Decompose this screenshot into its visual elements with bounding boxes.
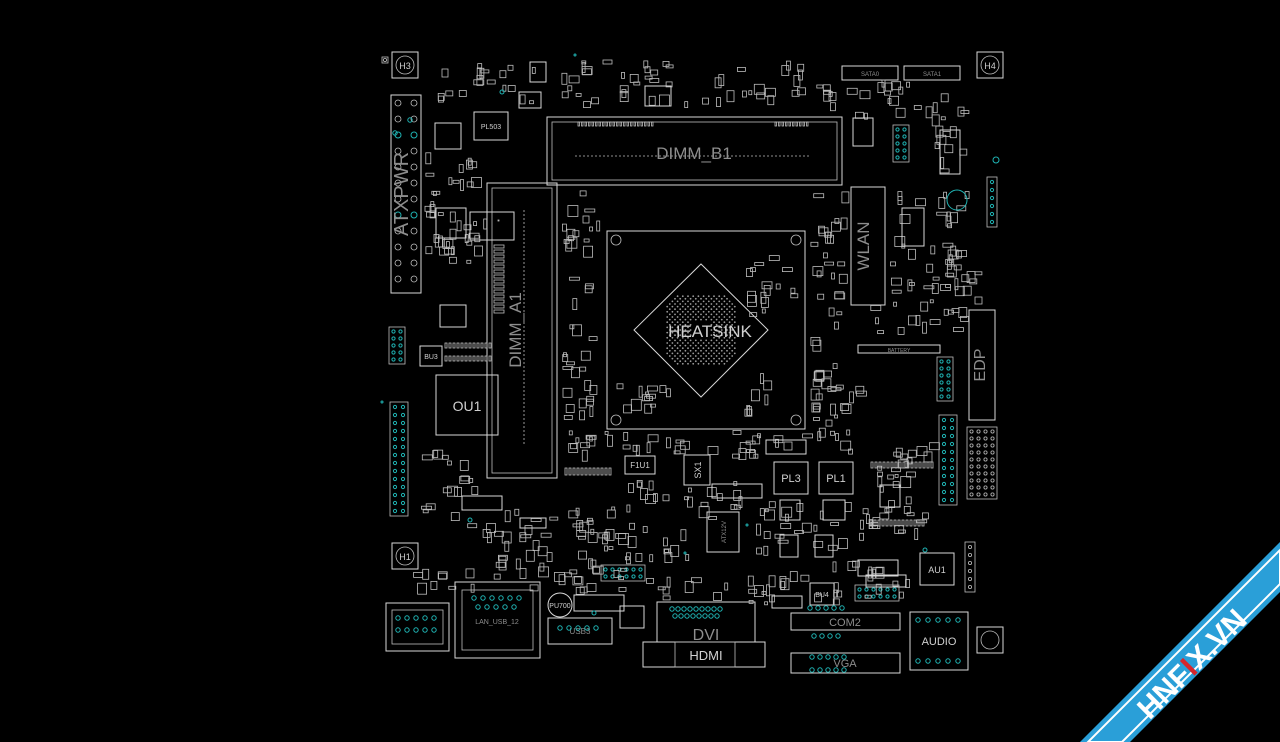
sx1-crystal: SX1 (683, 454, 711, 486)
dimm-a1-slot: DIMM_A1 (486, 182, 558, 479)
passive-components (413, 59, 983, 629)
svg-text:HDMI: HDMI (689, 648, 722, 663)
svg-text:HNFIX.VN: HNFIX.VN (1131, 603, 1253, 725)
svg-text:BU3: BU3 (424, 354, 438, 361)
svg-text:DVI: DVI (693, 627, 720, 644)
svg-text:F1U1: F1U1 (630, 461, 650, 470)
svg-text:DIMM_A1: DIMM_A1 (506, 292, 525, 368)
battery-holder: BATTERY (857, 344, 941, 354)
atx-power-connector: ATXPWR (390, 94, 422, 294)
pl1-inductor: PL1 (818, 461, 854, 495)
svg-text:H1: H1 (399, 552, 411, 562)
vga-connector: VGA (790, 652, 901, 674)
wlan-slot: WLAN (850, 186, 886, 306)
atx12v-connector: ATX12V (706, 511, 740, 553)
mounting-hole-h1: H1 (391, 542, 419, 570)
svg-text:LAN_USB_12: LAN_USB_12 (475, 619, 519, 626)
svg-text:OU1: OU1 (453, 398, 482, 414)
com2-connector: COM2 (790, 612, 901, 631)
svg-text:WLAN: WLAN (854, 221, 873, 270)
svg-text:PU700: PU700 (549, 603, 571, 610)
svg-text:AUDIO: AUDIO (922, 636, 957, 648)
pl3-inductor: PL3 (773, 461, 809, 495)
svg-text:ATX12V: ATX12V (722, 521, 728, 543)
bu4-chip: BU4 (809, 582, 835, 606)
bu3-chip: BU3 (419, 345, 443, 367)
hdmi-connector: HDMI (642, 641, 766, 668)
svg-text:COM2: COM2 (829, 617, 861, 629)
cpu-heatsink-area: HEATSINK (606, 230, 806, 430)
svg-text:BATTERY: BATTERY (888, 348, 911, 354)
mounting-hole-bottom-right (976, 626, 1004, 654)
mounting-hole-h3: H3 (391, 51, 419, 79)
dimm-b1-slot: DIMM_B1 (546, 116, 843, 186)
svg-text:SATA1: SATA1 (923, 72, 942, 78)
ou1-chip: OU1 (435, 374, 499, 436)
watermark-badge: HNFIX.VN (1080, 542, 1280, 742)
svg-text:H4: H4 (984, 61, 996, 71)
lan-usb-connector: LAN_USB_12 (454, 581, 541, 659)
sata1-connector: SATA1 (903, 65, 961, 81)
pin-headers (381, 56, 998, 602)
pu700-chip: PU700 (547, 592, 573, 618)
au1-chip: AU1 (919, 552, 955, 586)
watermark-graphic: HNFIX.VN (1080, 542, 1280, 742)
svg-text:PL1: PL1 (826, 473, 846, 485)
pl503-inductor: PL503 (473, 111, 509, 141)
svg-text:VGA: VGA (833, 658, 857, 670)
svg-text:SATA0: SATA0 (861, 72, 880, 78)
mounting-hole-h4: H4 (976, 51, 1004, 79)
svg-text:EDP: EDP (972, 349, 989, 382)
svg-text:PL503: PL503 (481, 124, 501, 131)
watermark-band (1080, 542, 1280, 742)
svg-text:HEATSINK: HEATSINK (668, 322, 752, 341)
teal-pads (380, 53, 1000, 673)
svg-text:PL3: PL3 (781, 473, 801, 485)
usb-stack-connector (385, 602, 450, 652)
audio-jack: AUDIO (909, 611, 969, 671)
svg-text:USB3: USB3 (570, 627, 591, 636)
svg-text:AU1: AU1 (928, 565, 946, 575)
svg-text:SX1: SX1 (693, 461, 703, 478)
svg-text:BU4: BU4 (815, 592, 829, 599)
svg-text:H3: H3 (399, 61, 411, 71)
usb3-header: USB3 (547, 617, 613, 645)
watermark-border (1086, 548, 1280, 742)
edp-connector: EDP (968, 309, 996, 421)
f1u1-chip: F1U1 (624, 455, 656, 475)
svg-text:DIMM_B1: DIMM_B1 (656, 144, 732, 163)
svg-text:ATXPWR: ATXPWR (391, 152, 413, 236)
sata0-connector: SATA0 (841, 65, 899, 81)
